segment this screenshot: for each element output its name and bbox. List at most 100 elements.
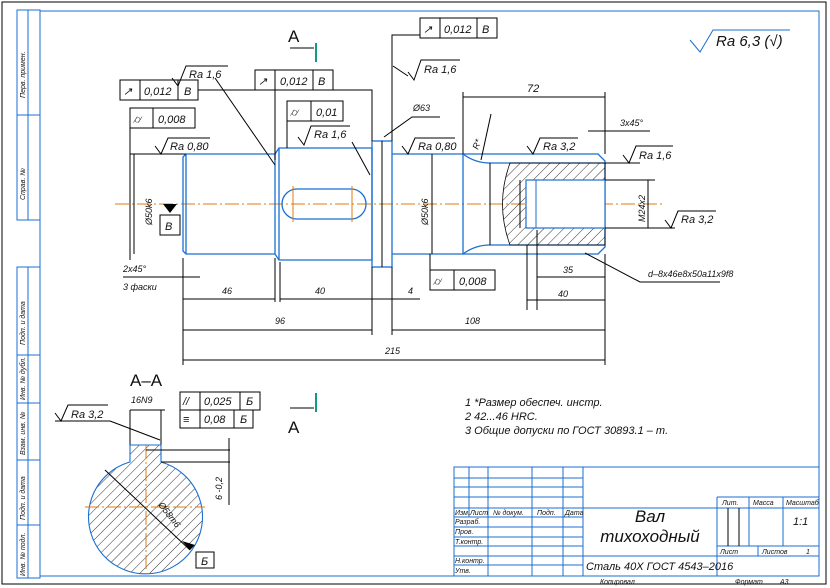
- label-text: B: [184, 86, 191, 98]
- label-text: 0,008: [158, 114, 186, 126]
- label-text: 0,01: [316, 107, 337, 119]
- label-text: Ra 1,6: [189, 69, 222, 81]
- label-text: Ra 3,2: [681, 214, 713, 226]
- roughness-marks: Ra 1,6 Ra 0,80 Ra 1,6 Ra 1,6 Ra 0,80 Ra …: [54, 59, 716, 441]
- label-text: M24x2: [637, 195, 647, 222]
- stamp-label: Инв. № подл.: [19, 533, 27, 576]
- part-name: тихоходный: [600, 527, 700, 546]
- technical-notes: 1 *Размер обеспеч. инстр. 2 42...46 HRC.…: [464, 397, 668, 437]
- label-text: 2x45°: [122, 264, 147, 274]
- stamp-label: Подп. и дата: [19, 301, 27, 345]
- label-text: 72: [527, 83, 539, 95]
- label-text: 35: [563, 265, 574, 275]
- dimensions: Ø50k6 Ø50k6 Ø63 M24x2 72 3x45° R* d–8x46…: [122, 83, 733, 365]
- label-text: ↗: [123, 86, 133, 98]
- stamp-label: Справ. №: [20, 168, 27, 200]
- label-text: Ra 3,2: [71, 409, 103, 421]
- label-text: 0,012: [444, 24, 472, 36]
- label-text: Лит.: [721, 500, 738, 507]
- scale-value: 1:1: [793, 516, 808, 528]
- label-text: Н.контр.: [455, 558, 485, 565]
- section-mark-top: A A: [288, 27, 317, 437]
- label-text: 0,012: [144, 86, 172, 98]
- section-title: А–А: [130, 371, 163, 390]
- label-text: //: [182, 396, 190, 408]
- stamp-label: Перв. примен.: [20, 51, 27, 98]
- label-text: B: [482, 24, 489, 36]
- label-text: Ra 0,80: [170, 141, 209, 153]
- label-text: 0,012: [280, 76, 308, 88]
- label-text: Б: [201, 556, 208, 568]
- stamp-label: Взам. инв. №: [20, 411, 27, 455]
- section-mark-label: A: [288, 27, 300, 46]
- label-text: Ra 1,6: [639, 150, 672, 162]
- label-text: 0,08: [204, 414, 226, 426]
- shaft-view: [115, 140, 665, 268]
- label-text: 40: [315, 286, 325, 296]
- label-text: 6 -0,2: [214, 477, 224, 500]
- label-text: 3 фаски: [123, 282, 157, 292]
- title-block: Изм. Лист № докум. Подп. Дата Разраб. Пр…: [453, 466, 820, 586]
- shaft-right-journal: [392, 153, 464, 255]
- label-text: Дата: [564, 510, 584, 517]
- label-text: ⌭: [433, 276, 443, 288]
- datum-b-label: B: [165, 221, 172, 233]
- label-text: 96: [275, 316, 285, 326]
- label-text: Т.контр.: [455, 539, 483, 546]
- label-text: Разраб.: [455, 518, 480, 526]
- label-text: 3 Общие допуски по ГОСТ 30893.1 – m.: [465, 425, 668, 437]
- label-text: Лист: [719, 549, 738, 556]
- label-text: Формат: [735, 579, 763, 586]
- label-text: Ra 0,80: [418, 141, 457, 153]
- label-text: ⌭: [133, 114, 143, 126]
- label-text: ⌭: [290, 107, 300, 119]
- label-text: Ø50k6: [420, 198, 430, 226]
- general-roughness-text: Ra 6,3 (√): [716, 33, 783, 50]
- threaded-bore: [525, 179, 606, 229]
- label-text: 1: [806, 549, 810, 556]
- label-text: A3: [779, 579, 789, 586]
- label-text: 3x45°: [620, 118, 644, 128]
- label-text: Изм.: [455, 510, 470, 517]
- label-text: R*: [470, 137, 483, 150]
- part-name: Вал: [635, 507, 666, 526]
- label-text: 0,025: [204, 396, 232, 408]
- label-text: ↗: [423, 24, 433, 36]
- section-mark-label: A: [288, 418, 300, 437]
- general-roughness: Ra 6,3 (√): [689, 29, 790, 53]
- label-text: № докум.: [493, 509, 524, 517]
- label-text: 1 *Размер обеспеч. инстр.: [465, 397, 603, 409]
- label-text: Ø63: [412, 103, 430, 113]
- material: Сталь 40Х ГОСТ 4543–2016: [586, 561, 734, 573]
- label-text: d–8x46e8x50a11x9f8: [648, 269, 733, 279]
- label-text: 0,008: [459, 276, 487, 288]
- label-text: Ra 1,6: [314, 129, 347, 141]
- label-text: 215: [384, 346, 401, 356]
- label-text: Утв.: [454, 568, 471, 575]
- label-text: ≡: [183, 414, 189, 426]
- label-text: Б: [246, 396, 253, 408]
- label-text: Масса: [753, 500, 774, 507]
- stamp-label: Подп. и дата: [19, 476, 27, 520]
- label-text: Ra 3,2: [543, 141, 575, 153]
- side-stamp: Перв. примен. Справ. № Подп. и дата Инв.…: [16, 9, 41, 579]
- label-text: Подп.: [537, 509, 556, 517]
- section-a-a: А–А 16N9 Ø58m6 Б 6 -0,2: [85, 371, 230, 575]
- label-text: Б: [240, 414, 247, 426]
- label-text: Масштаб: [786, 499, 820, 507]
- label-text: Копировал: [600, 579, 635, 586]
- label-text: B: [318, 76, 325, 88]
- label-text: Ø50k6: [144, 198, 154, 226]
- label-text: 46: [222, 286, 232, 296]
- label-text: 4: [408, 286, 413, 296]
- label-text: Лист: [469, 510, 488, 517]
- label-text: Ra 1,6: [424, 64, 457, 76]
- label-text: 2 42...46 HRC.: [464, 411, 538, 423]
- label-text: 108: [465, 316, 480, 326]
- label-text: Пров.: [455, 529, 474, 536]
- stamp-label: Инв. № дубл.: [19, 357, 27, 400]
- label-text: ↗: [258, 76, 268, 88]
- keyway-slot: [281, 188, 367, 220]
